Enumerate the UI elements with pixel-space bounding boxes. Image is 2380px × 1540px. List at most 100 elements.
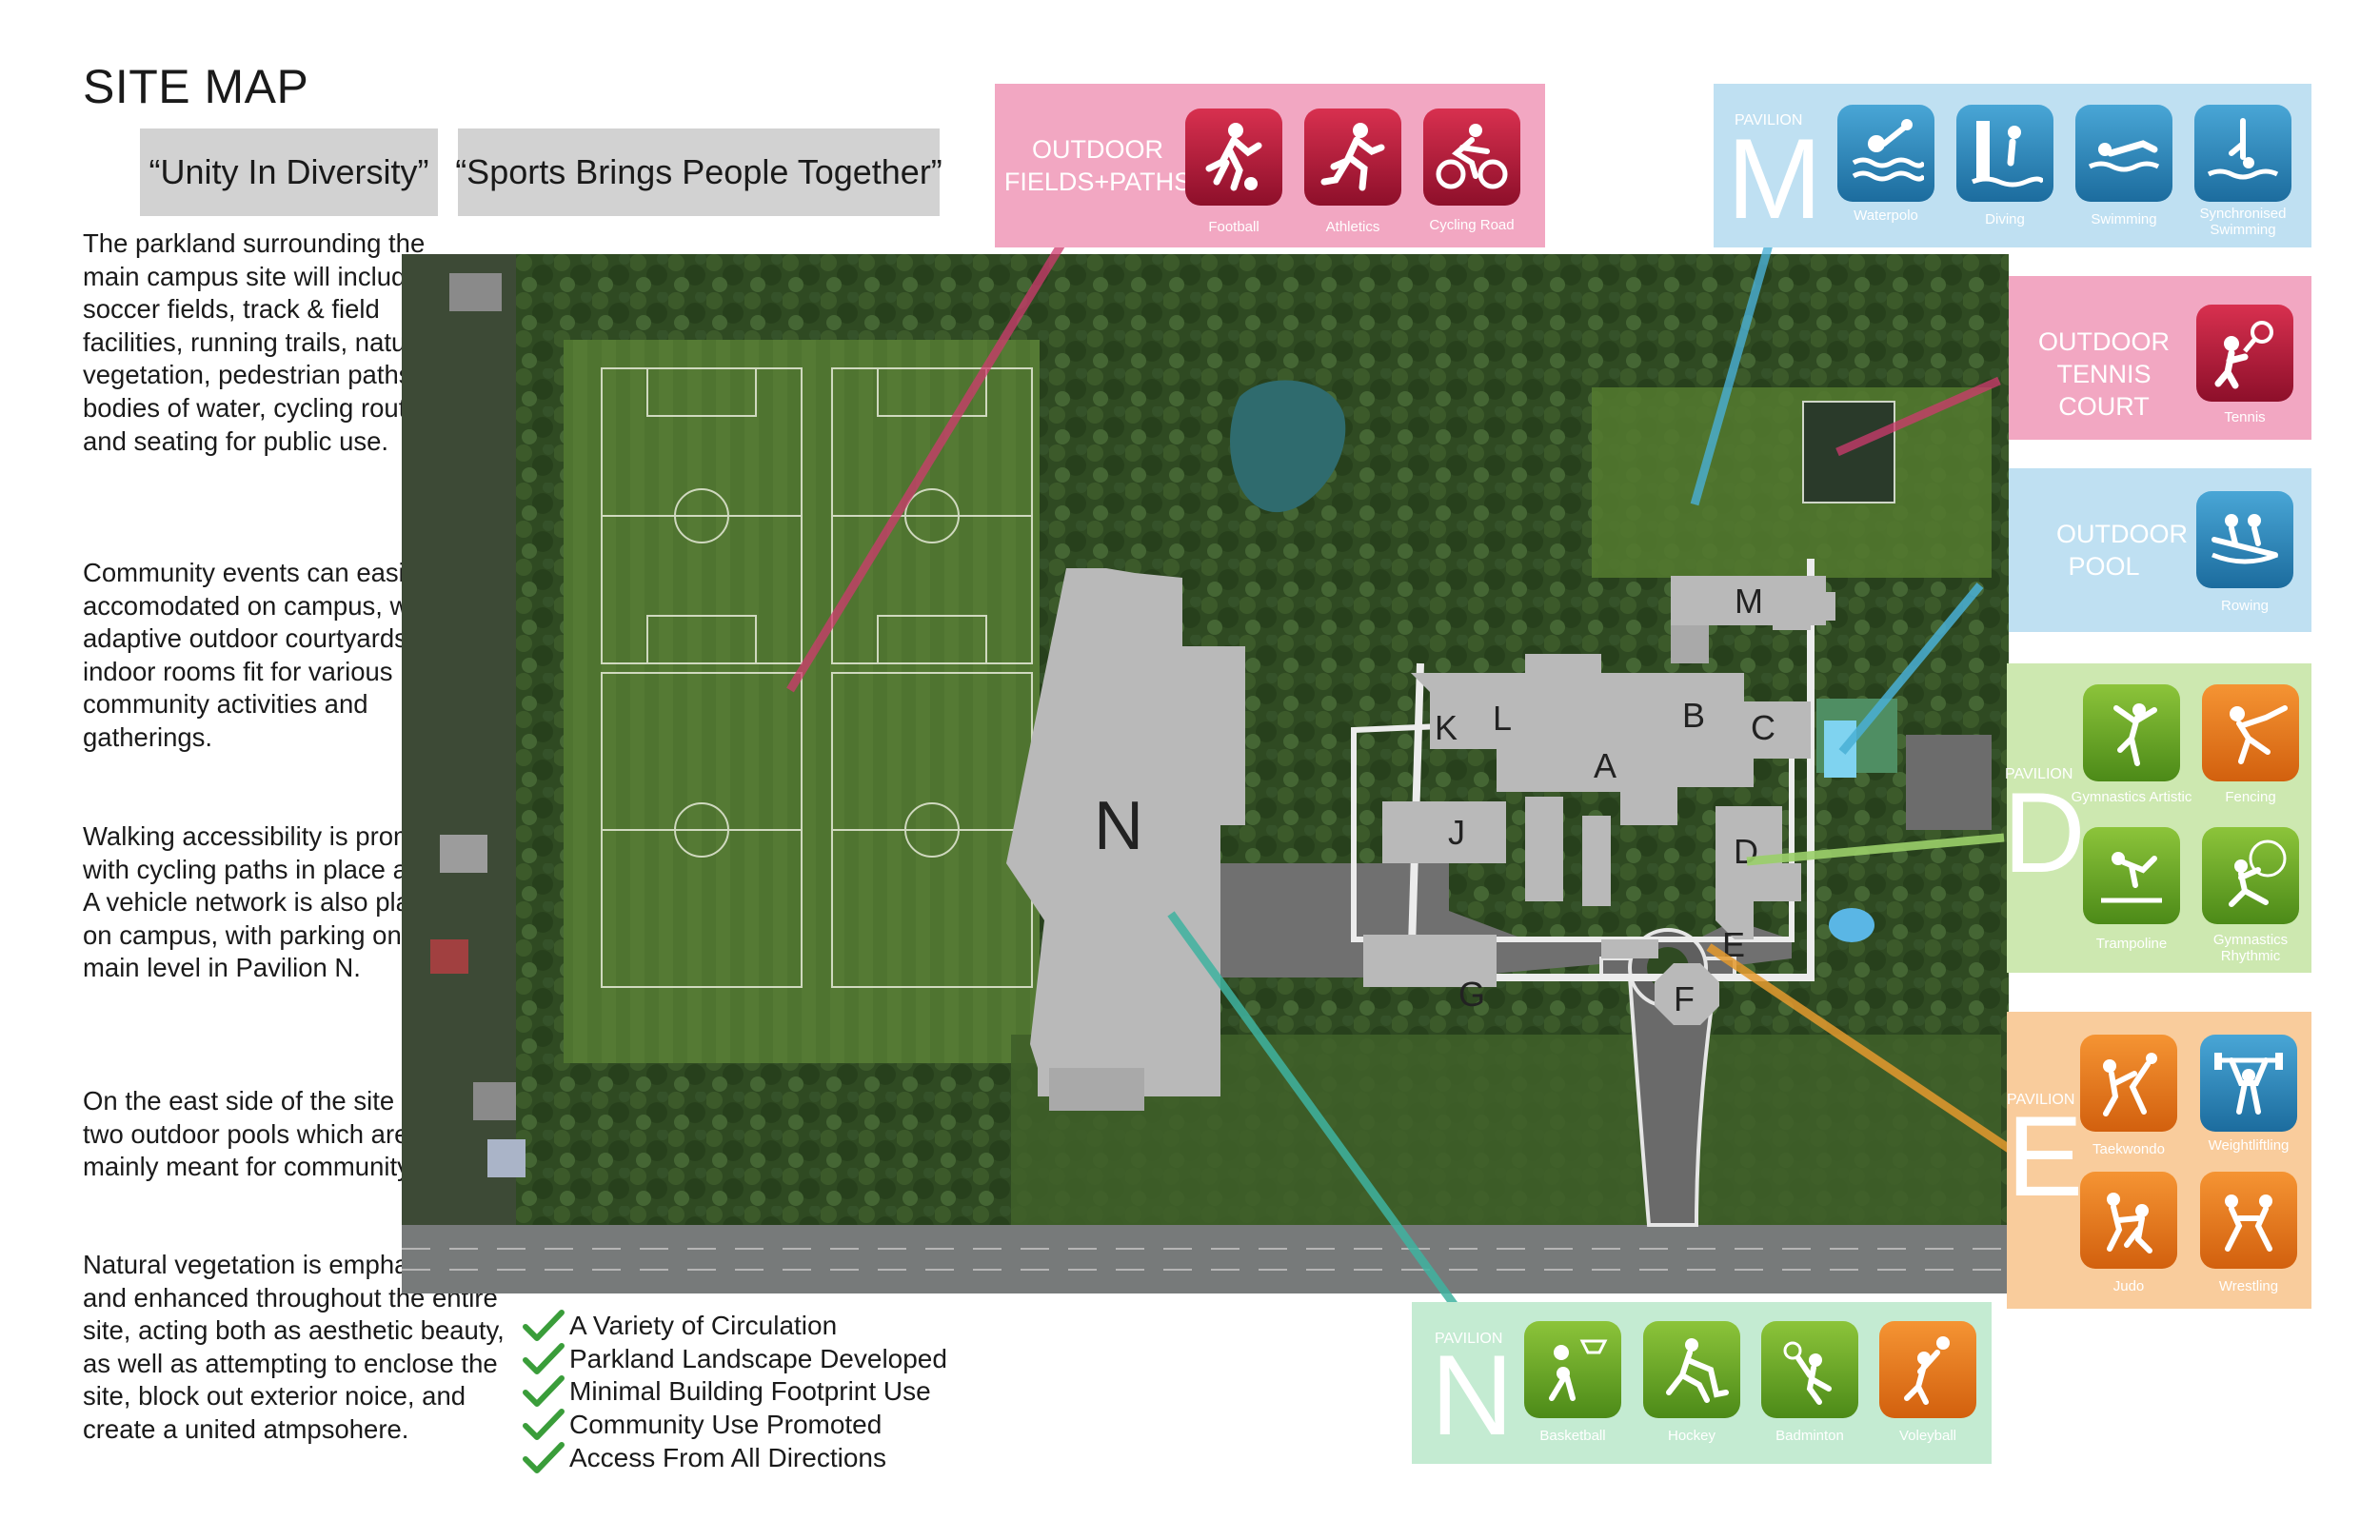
weightlifting-icon xyxy=(2200,1035,2297,1132)
building-a-b-c xyxy=(1411,654,1811,825)
motto-sports: “Sports Brings People Together” xyxy=(455,128,942,216)
paragraph-parkland: The parkland surrounding the main campus… xyxy=(83,228,442,456)
checklist-item-label: Community Use Promoted xyxy=(569,1410,883,1440)
checkmark-icon xyxy=(523,1409,565,1441)
map-label-a: A xyxy=(1594,746,1616,785)
panel-title: OUTDOOR FIELDS+PATHS xyxy=(1003,135,1192,196)
sport-label: Rowing xyxy=(2220,598,2270,614)
map-label-j: J xyxy=(1448,813,1465,852)
map-label-f: F xyxy=(1674,979,1695,1018)
map-label-n: N xyxy=(1094,788,1143,864)
map-label-l: L xyxy=(1493,699,1512,738)
hockey-icon xyxy=(1643,1321,1740,1418)
map-label-k: K xyxy=(1435,708,1458,747)
checklist-item-label: A Variety of Circulation xyxy=(569,1311,838,1341)
panel-pavilion-n: PAVILION N Basketball Hockey Badminton V… xyxy=(1412,1302,1992,1464)
checkmark-icon xyxy=(523,1342,565,1374)
panel-pavilion-m: PAVILION M Waterpolo Diving Swimming Syn… xyxy=(1714,84,2311,247)
sport-label: Weightliftling xyxy=(2208,1137,2290,1154)
sport-label: Voleyball xyxy=(1898,1428,1957,1444)
map-label-c: C xyxy=(1751,708,1775,747)
sport-label: Synchronised Swimming xyxy=(2199,206,2287,238)
swimming-icon xyxy=(2075,105,2172,202)
pavilion-label: PAVILION xyxy=(2005,766,2073,782)
panel-outdoor-tennis: OUTDOOR TENNIS COURT Tennis xyxy=(2009,276,2311,440)
badminton-icon xyxy=(1761,1321,1858,1418)
pavilion-letter: N xyxy=(1431,1332,1514,1459)
building-j xyxy=(1382,801,1506,863)
pavilion-label: PAVILION xyxy=(1435,1331,1503,1347)
checklist-item: Access From All Directions xyxy=(522,1441,947,1474)
sport-label: Cycling Road xyxy=(1429,217,1515,233)
sport-label: Fencing xyxy=(2225,789,2276,805)
outdoor-pool xyxy=(1824,721,1856,778)
checkmark-icon xyxy=(523,1375,565,1408)
building-m xyxy=(1671,576,1835,630)
judo-icon xyxy=(2080,1172,2177,1269)
checklist-item: A Variety of Circulation xyxy=(522,1310,947,1343)
sport-label: Badminton xyxy=(1775,1428,1844,1444)
courtyard-block xyxy=(1601,939,1658,958)
gymnastics-rhythmic-icon xyxy=(2202,827,2299,924)
page-title: SITE MAP xyxy=(83,60,309,113)
building-m-shadow xyxy=(1671,625,1709,663)
sport-label: Diving xyxy=(1985,211,2025,227)
pavilion-letter: M xyxy=(1727,115,1822,243)
pond xyxy=(1230,380,1346,513)
highway xyxy=(402,1225,2009,1293)
paragraph-community-events: Community events can easily be accomodat… xyxy=(83,558,466,752)
checklist-item-label: Minimal Building Footprint Use xyxy=(569,1376,931,1407)
checklist: A Variety of Circulation Parkland Landsc… xyxy=(522,1310,947,1474)
sport-label: Gymnastics Rhythmic xyxy=(2212,932,2289,964)
sport-label: Judo xyxy=(2112,1278,2145,1294)
courtyard-block xyxy=(1525,797,1563,901)
building-k xyxy=(1430,687,1468,744)
sport-label: Hockey xyxy=(1667,1428,1716,1444)
sport-label: Tennis xyxy=(2224,409,2266,425)
sport-label: Waterpolo xyxy=(1854,207,1918,224)
house xyxy=(449,273,502,311)
panel-title: OUTDOOR POOL xyxy=(2056,520,2188,581)
sport-label: Trampoline xyxy=(2095,936,2168,952)
sport-label: Football xyxy=(1208,219,1259,235)
house xyxy=(487,1139,526,1177)
panel-outdoor-pool: OUTDOOR POOL Rowing xyxy=(2009,468,2311,632)
pavilion-letter: E xyxy=(2007,1093,2084,1220)
tennis-court xyxy=(1802,401,1895,503)
checklist-item-label: Parkland Landscape Developed xyxy=(569,1343,947,1373)
map-label-d: D xyxy=(1734,832,1758,871)
wrestling-icon xyxy=(2200,1172,2297,1269)
map-label-g: G xyxy=(1458,975,1485,1014)
pavilion-letter: D xyxy=(2003,769,2086,897)
checklist-item: Parkland Landscape Developed xyxy=(522,1342,947,1376)
football-icon xyxy=(1185,109,1282,206)
parking-lot xyxy=(1906,735,1992,830)
house xyxy=(430,939,468,974)
residential-strip xyxy=(402,254,516,1225)
panel-pavilion-d: PAVILION D Gymnastics Artistic Fencing T… xyxy=(2003,663,2311,973)
sport-label: Swimming xyxy=(2091,211,2157,227)
sport-label: Athletics xyxy=(1325,219,1380,235)
fencing-icon xyxy=(2202,684,2299,781)
house xyxy=(440,835,487,873)
checklist-item-label: Access From All Directions xyxy=(569,1442,886,1472)
taekwondo-icon xyxy=(2080,1035,2177,1132)
backyard-pool xyxy=(1829,908,1874,942)
sport-label: Taekwondo xyxy=(2092,1141,2165,1157)
checkmark-icon xyxy=(523,1441,565,1473)
sport-label: Wrestling xyxy=(2218,1278,2279,1294)
checkmark-icon xyxy=(523,1310,565,1342)
motto-unity: “Unity In Diversity” xyxy=(140,128,438,216)
paragraph-pools: On the east side of the site are two out… xyxy=(83,1086,468,1182)
panel-pavilion-e: PAVILION E Taekwondo Weightliftling Judo… xyxy=(2007,1012,2311,1309)
ramp-n xyxy=(1049,1068,1144,1111)
house xyxy=(473,1082,516,1120)
gymnastics-artistic-icon xyxy=(2083,684,2180,781)
aerial-site-map: N M A B C K L J D E F G xyxy=(402,254,2009,1293)
basketball-icon xyxy=(1524,1321,1621,1418)
athletics-icon xyxy=(1304,109,1401,206)
checklist-item: Minimal Building Footprint Use xyxy=(522,1375,947,1409)
pavilion-label: PAVILION xyxy=(1735,112,1803,128)
panel-outdoor-fields: OUTDOOR FIELDS+PATHS Football Athletics … xyxy=(995,84,1545,247)
rowing-icon xyxy=(2196,491,2293,588)
